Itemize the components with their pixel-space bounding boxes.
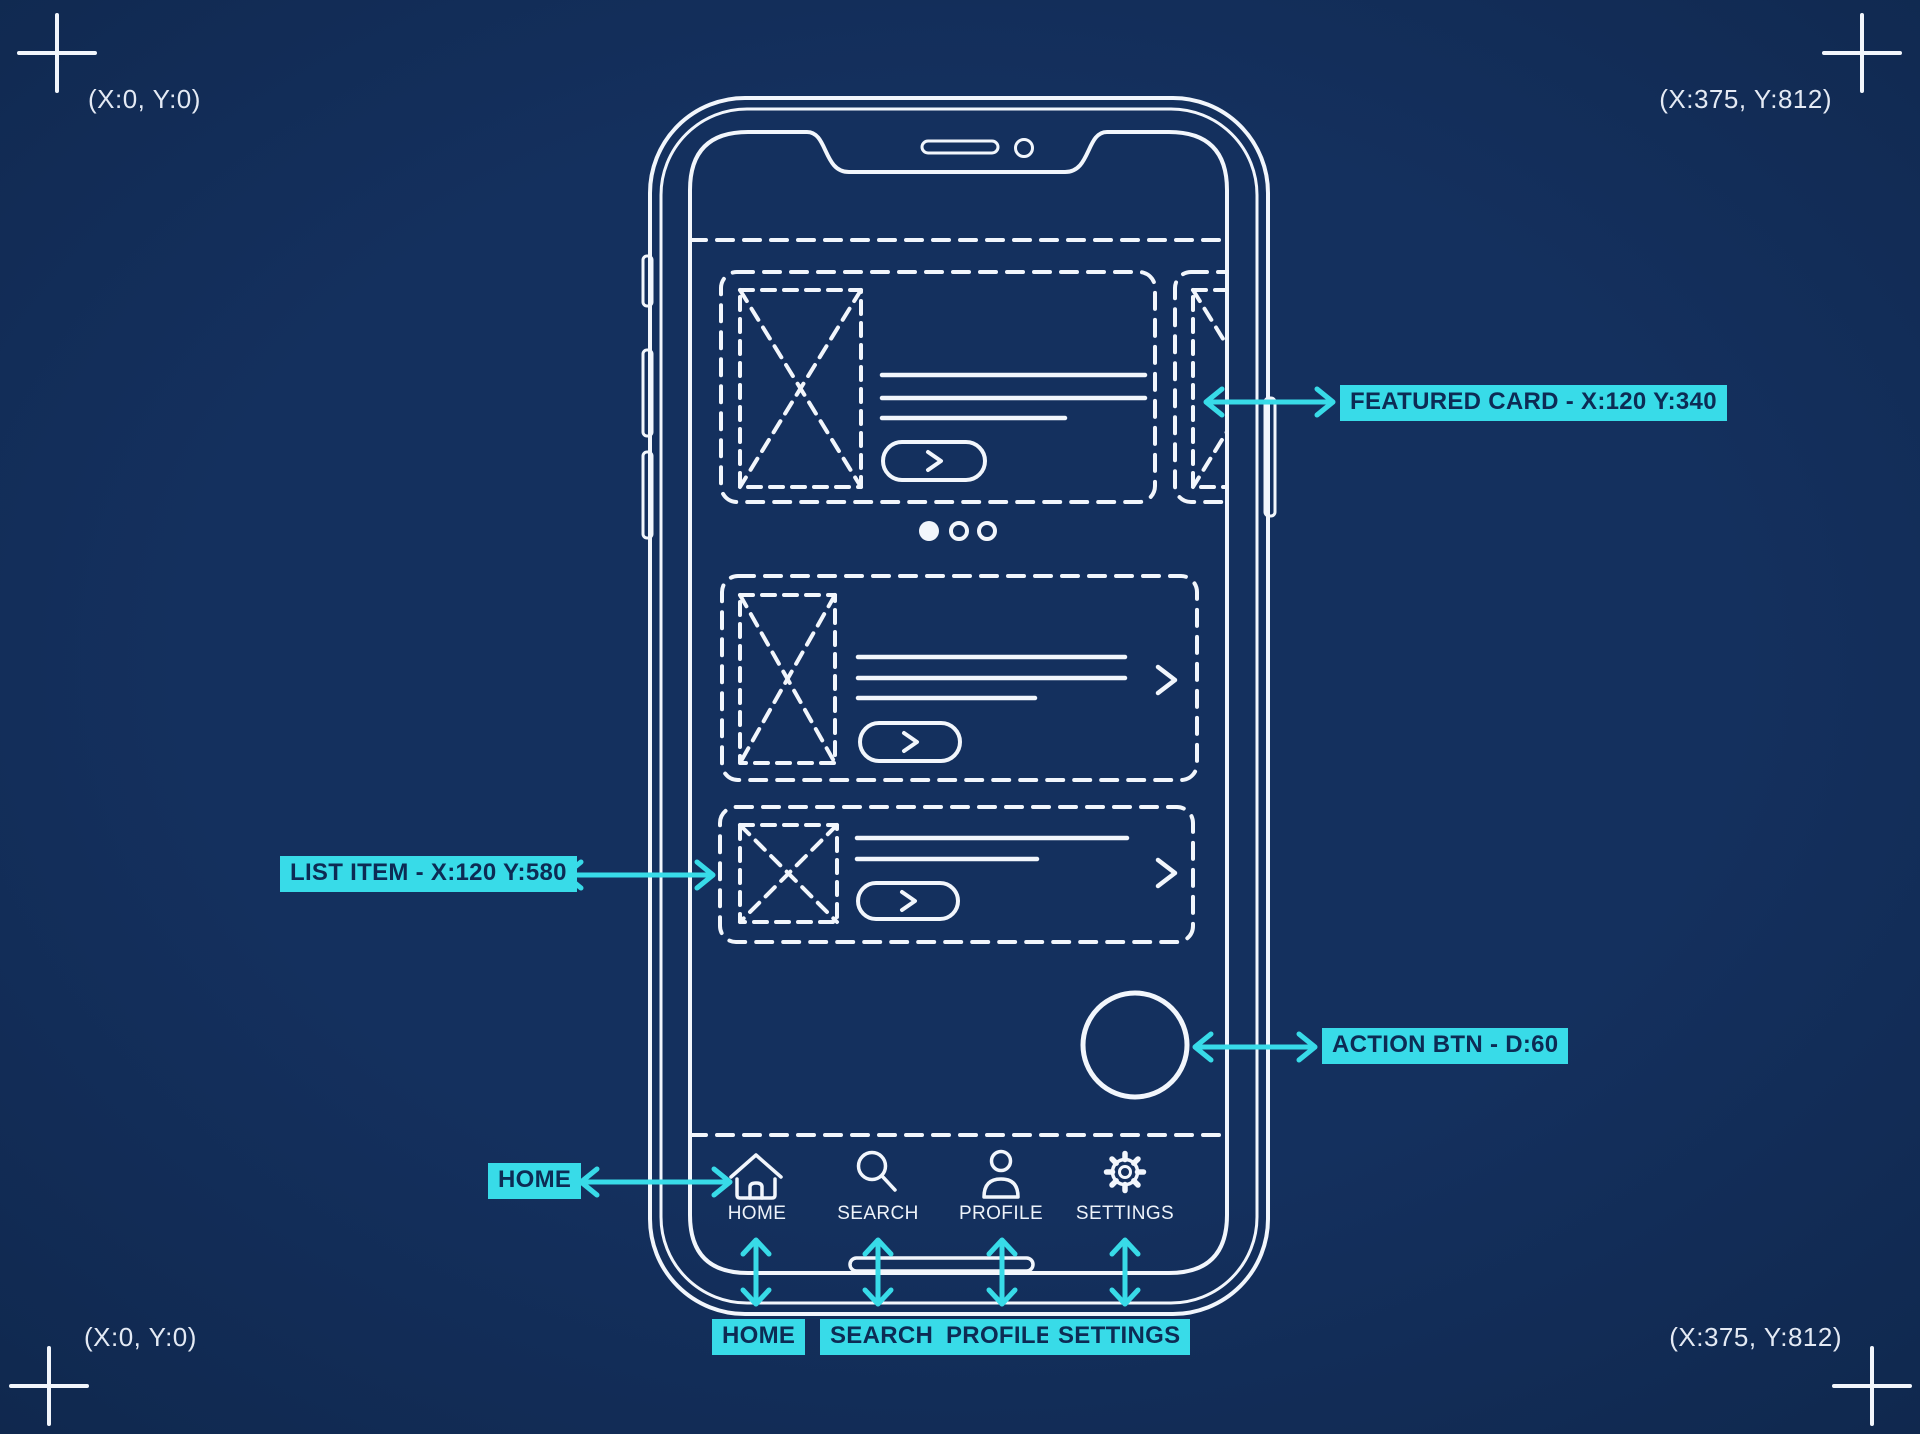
image-placeholder-icon xyxy=(738,288,863,489)
search-icon xyxy=(856,1150,897,1192)
image-placeholder-icon xyxy=(738,823,839,924)
silent-switch xyxy=(641,254,654,308)
coord-top-right: (X:375, Y:812) xyxy=(1659,84,1832,114)
coord-bottom-right: (X:375, Y:812) xyxy=(1669,1322,1842,1352)
cta-button[interactable] xyxy=(858,721,962,763)
action-button[interactable] xyxy=(1080,990,1190,1100)
dot[interactable] xyxy=(977,521,997,541)
arrow-profile-tab xyxy=(986,1237,1018,1307)
home-indicator xyxy=(848,1256,1035,1273)
cta-button[interactable] xyxy=(856,881,960,921)
arrow-home-tab xyxy=(740,1237,772,1307)
tab-home[interactable] xyxy=(729,1153,783,1200)
image-placeholder-icon xyxy=(1191,288,1227,489)
carousel-dots[interactable] xyxy=(919,521,997,541)
settings-icon xyxy=(1103,1150,1147,1194)
cta-button[interactable] xyxy=(881,440,987,482)
disclosure-chevron-icon xyxy=(1155,857,1178,889)
featured-card-next[interactable] xyxy=(1173,270,1395,504)
tab-search[interactable] xyxy=(856,1150,897,1192)
coord-bottom-left: (X:0, Y:0) xyxy=(84,1322,197,1352)
tab-settings[interactable] xyxy=(1103,1150,1147,1194)
arrow-featured-card xyxy=(1203,386,1336,418)
coord-top-left: (X:0, Y:0) xyxy=(88,84,201,114)
profile-icon xyxy=(982,1149,1020,1199)
label-action-btn: ACTION BTN - D:60 xyxy=(1322,1028,1569,1064)
arrow-home-pointer xyxy=(578,1166,733,1198)
crosshair-bottom-right-icon xyxy=(1832,1346,1912,1426)
list-item-1[interactable] xyxy=(720,574,1199,782)
annotation-arrows xyxy=(562,386,1336,1307)
label-bottom-home: HOME xyxy=(712,1319,806,1355)
tab-profile-label[interactable]: PROFILE xyxy=(958,1203,1044,1224)
arrow-search-tab xyxy=(862,1237,894,1307)
label-home-pointer: HOME xyxy=(488,1163,582,1199)
phone-screen xyxy=(688,130,1229,1275)
camera-icon xyxy=(1014,138,1034,158)
arrow-action-btn xyxy=(1192,1031,1318,1063)
image-placeholder-icon xyxy=(738,593,837,765)
tab-home-label[interactable]: HOME xyxy=(727,1203,787,1224)
text-line-placeholders xyxy=(854,835,1130,862)
chevron-right-icon xyxy=(926,450,943,472)
tab-settings-label[interactable]: SETTINGS xyxy=(1075,1203,1175,1224)
crosshair-top-left-icon xyxy=(17,13,97,93)
label-bottom-search: SEARCH xyxy=(820,1319,944,1355)
arrow-settings-tab xyxy=(1109,1237,1141,1307)
chevron-right-icon xyxy=(900,890,917,912)
tab-profile[interactable] xyxy=(982,1149,1020,1199)
dot[interactable] xyxy=(949,521,969,541)
label-list-item: LIST ITEM - X:120 Y:580 xyxy=(280,856,577,892)
tab-search-label[interactable]: SEARCH xyxy=(837,1203,919,1224)
text-line-placeholders xyxy=(879,372,1148,421)
list-item-2[interactable] xyxy=(718,805,1195,944)
disclosure-chevron-icon xyxy=(1155,664,1178,696)
label-featured-card: FEATURED CARD - X:120 Y:340 xyxy=(1340,385,1727,421)
featured-card[interactable] xyxy=(719,270,1157,504)
volume-up-button xyxy=(641,348,654,438)
power-button xyxy=(1263,396,1277,518)
text-line-placeholders xyxy=(855,654,1128,701)
volume-down-button xyxy=(641,450,654,540)
crosshair-bottom-left-icon xyxy=(9,1346,89,1426)
crosshair-top-right-icon xyxy=(1822,13,1902,93)
label-bottom-settings: SETTINGS xyxy=(1048,1319,1191,1355)
label-bottom-profile: PROFILE xyxy=(936,1319,1063,1355)
speaker-icon xyxy=(920,139,1000,155)
chevron-right-icon xyxy=(902,731,919,753)
dot-active[interactable] xyxy=(919,521,939,541)
home-icon xyxy=(729,1153,783,1200)
phone-frame xyxy=(641,96,1277,1316)
